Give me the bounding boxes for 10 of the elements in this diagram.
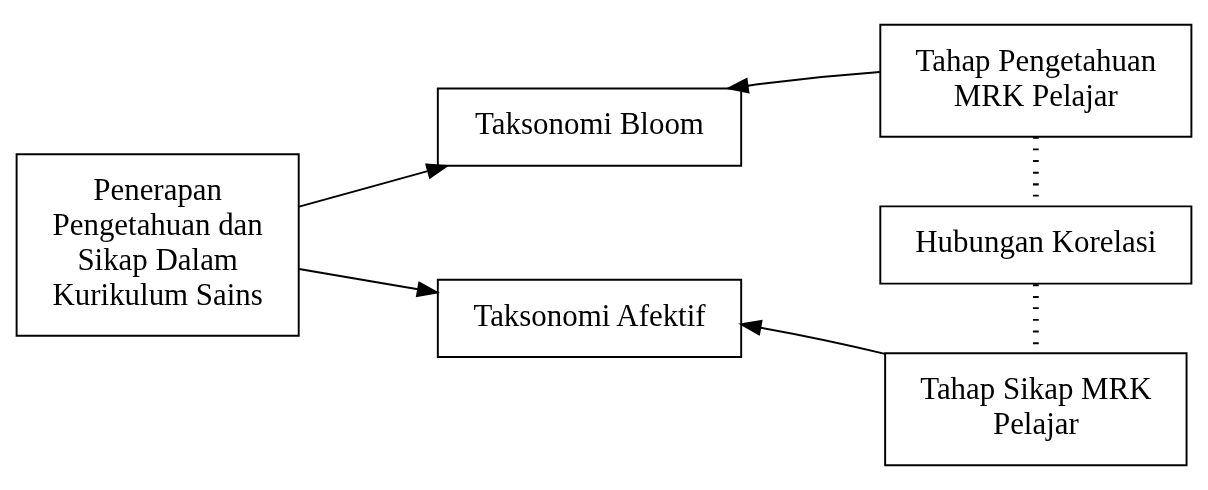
arrow [298,163,450,208]
node-box: Tahap Sikap MRK Pelajar [884,352,1188,467]
node-box: Tahap Pengetahuan MRK Pelajar [879,23,1193,138]
arrow [725,70,881,94]
node-box: Taksonomi Bloom [436,87,743,167]
node-box: Hubungan Korelasi [879,205,1193,285]
node-box: Penerapan Pengetahuan dan Sikap Dalam Kurikulum Sains [15,153,300,337]
arrow [298,267,441,298]
arrow [738,319,886,355]
node-box: Taksonomi Afektif [436,278,743,359]
